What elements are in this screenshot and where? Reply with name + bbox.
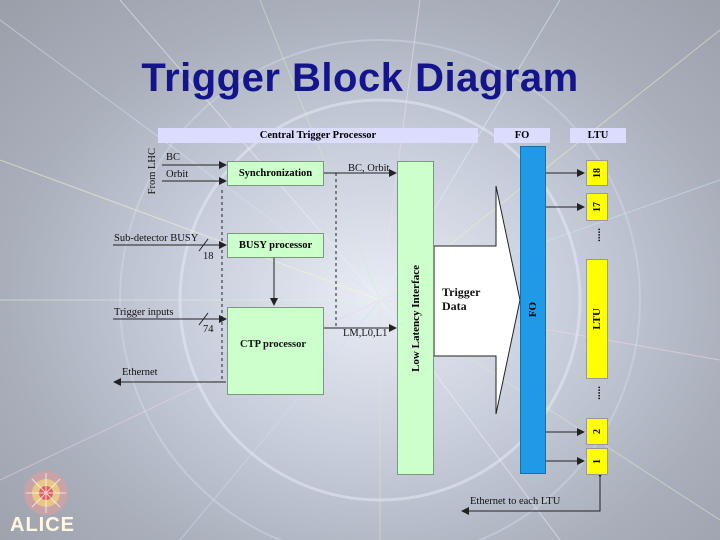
ltu-header-label: LTU	[587, 130, 609, 141]
fo-label: FO	[527, 302, 539, 318]
lm-signal: LM,L0,L1	[343, 328, 388, 339]
ltu-2-label: 2	[591, 429, 603, 434]
trigger-inputs-label: Trigger inputs	[114, 307, 174, 318]
ctp-header-label: Central Trigger Processor	[259, 130, 377, 141]
low-latency-interface-block: Low Latency Interface	[397, 161, 434, 475]
fo-header: FO	[494, 128, 550, 143]
sub-busy-label: Sub-detector BUSY	[114, 233, 199, 244]
ctp-processor-block: CTP processor	[227, 307, 324, 395]
trigger-data-label: Trigger Data	[442, 285, 497, 313]
ltu-block: LTU	[586, 259, 608, 379]
ltu-slot-18: 18	[586, 160, 608, 186]
fo-block: FO	[520, 146, 546, 474]
busy-label: BUSY processor	[238, 240, 313, 251]
ltu-slot-1: 1	[586, 448, 608, 475]
ltu-slot-2: 2	[586, 418, 608, 445]
trigger-count-label: 74	[203, 324, 214, 335]
ltu-label: LTU	[591, 308, 603, 330]
ltu-dots-top: .....	[591, 228, 603, 242]
alice-logo-text: ALICE	[10, 514, 75, 536]
from-lhc-label: From LHC	[147, 148, 158, 195]
sync-label: Synchronization	[238, 168, 313, 179]
bc-orbit-signal: BC, Orbit	[348, 163, 390, 174]
trigger-data-text: Trigger Data	[442, 285, 481, 313]
ethernet-ltu-label: Ethernet to each LTU	[470, 496, 561, 507]
ltu-17-label: 17	[591, 202, 603, 212]
ctp-processor-label: CTP processor	[240, 339, 307, 350]
ethernet-label: Ethernet	[122, 367, 158, 378]
synchronization-block: Synchronization	[227, 161, 324, 186]
busy-processor-block: BUSY processor	[227, 233, 324, 258]
lli-label: Low Latency Interface	[409, 264, 422, 372]
ltu-dots-bottom: .....	[591, 386, 603, 400]
busy-count-label: 18	[203, 251, 214, 262]
ltu-1-label: 1	[591, 459, 603, 464]
ctp-header: Central Trigger Processor	[158, 128, 478, 143]
ltu-slot-17: 17	[586, 193, 608, 221]
page-title: Trigger Block Diagram	[141, 56, 579, 100]
alice-logo	[24, 471, 68, 515]
ltu-18-label: 18	[591, 168, 603, 178]
bc-label: BC	[166, 152, 181, 163]
fo-header-label: FO	[514, 130, 530, 141]
orbit-label: Orbit	[166, 169, 189, 180]
ltu-header: LTU	[570, 128, 626, 143]
